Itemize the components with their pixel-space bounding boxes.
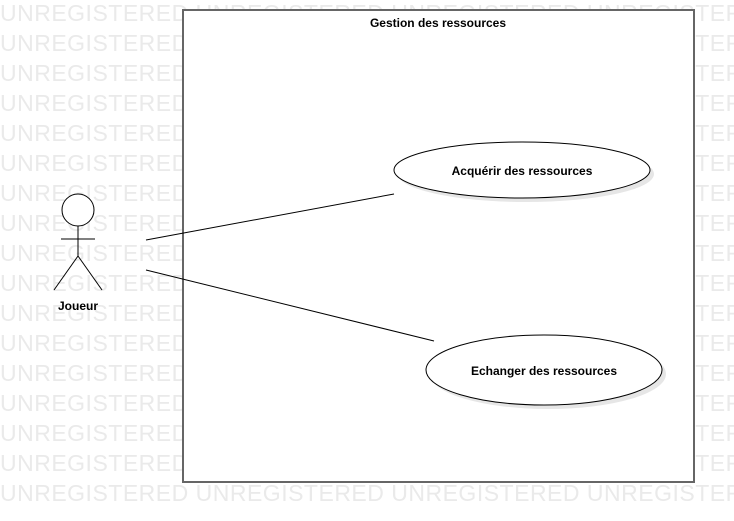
use-case-label-acquerir: Acquérir des ressources [452,164,593,178]
actor-head [61,193,95,227]
use-case-echanger[interactable]: Echanger des ressources [425,334,666,409]
actor-right-leg [77,255,103,291]
association-echanger[interactable] [145,269,435,342]
actor-left-leg [53,255,79,291]
association-acquerir[interactable] [145,193,395,241]
use-case-label-echanger: Echanger des ressources [471,364,617,378]
use-case-ellipse [393,141,651,199]
actor-label: Joueur [58,299,98,313]
system-boundary[interactable] [182,9,695,483]
use-case-acquerir[interactable]: Acquérir des ressources [393,141,654,202]
system-title: Gestion des ressources [370,16,506,30]
actor-joueur[interactable]: Joueur [53,193,103,313]
use-case-ellipse [425,334,663,406]
